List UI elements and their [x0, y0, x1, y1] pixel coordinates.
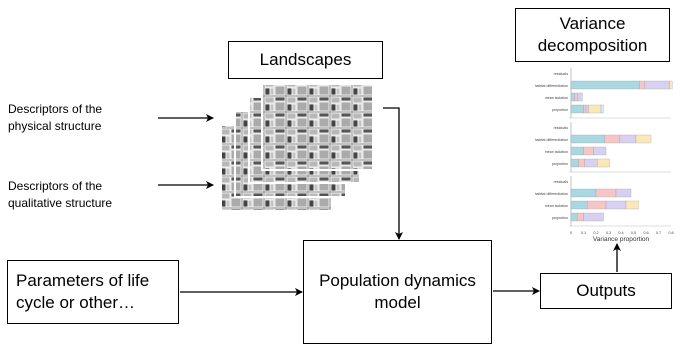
- chart-bar-segment: [570, 134, 605, 144]
- chart-bar-segment: [583, 212, 604, 222]
- chart-bar-segment: [570, 158, 579, 168]
- chart-x-tick: 0.7: [656, 231, 661, 235]
- chart-x-tick: 0.6: [643, 231, 648, 235]
- qualitative-descriptor-label: Descriptors of the qualitative structure: [8, 178, 112, 212]
- qualitative-descriptor-line1: Descriptors of the: [8, 179, 103, 193]
- variance-label-line1: Variance: [559, 14, 626, 33]
- chart-bar-segment: [619, 134, 637, 144]
- outputs-label: Outputs: [576, 281, 636, 300]
- chart-bar-segment: [570, 188, 597, 198]
- chart-bar-segment: [577, 92, 583, 102]
- chart-bar-segment: [615, 188, 632, 198]
- chart-bar-segment: [570, 212, 578, 222]
- physical-descriptor-label: Descriptors of the physical structure: [8, 101, 102, 135]
- chart-x-tick: 0.3: [606, 231, 611, 235]
- chart-bar-segment: [600, 104, 604, 114]
- variance-decomposition-box: Variance decomposition: [515, 8, 670, 62]
- chart-bar-segment: [578, 158, 585, 168]
- landscapes-label: Landscapes: [259, 50, 352, 69]
- chart-bar-segment: [570, 104, 584, 114]
- chart-row-label: proportion: [552, 162, 568, 166]
- chart-bar-segment: [593, 146, 607, 156]
- chart-bar-segment: [595, 188, 617, 198]
- parameters-label-line1: Parameters of life: [16, 271, 150, 290]
- chart-bar-segment: [669, 80, 673, 90]
- model-label-line1: Population dynamics: [319, 271, 476, 290]
- chart-bar-segment: [583, 104, 587, 114]
- chart-bar-segment: [577, 212, 584, 222]
- arrow-landscapes-to-model: [383, 107, 403, 240]
- chart-x-tick: 0.1: [581, 231, 586, 235]
- chart-row-label: mean isolation: [545, 204, 568, 208]
- chart-row-label: habitat differentiation: [535, 192, 568, 196]
- qualitative-descriptor-line2: qualitative structure: [8, 196, 113, 210]
- chart-bar-segment: [570, 80, 640, 90]
- model-label-line2: model: [374, 293, 421, 312]
- chart-bar-segment: [583, 146, 594, 156]
- physical-descriptor-line1: Descriptors of the: [8, 102, 103, 116]
- chart-bar-segment: [570, 200, 588, 210]
- chart-x-tick: 0.5: [631, 231, 636, 235]
- chart-bar-segment: [597, 158, 610, 168]
- chart-x-label: Variance proportion: [593, 236, 650, 243]
- chart-bar-segment: [639, 80, 645, 90]
- chart-bar-segment: [644, 80, 670, 90]
- chart-row-label: residuals: [554, 72, 569, 76]
- chart-bar-segment: [570, 146, 584, 156]
- variance-mini-chart: residuals habitat differentiation mean iso…: [535, 68, 674, 243]
- chart-bar-segment: [587, 200, 607, 210]
- chart-bar-segment: [574, 92, 578, 102]
- chart-row-label: habitat differentiation: [535, 138, 568, 142]
- chart-bar-segment: [625, 200, 639, 210]
- chart-x-tick: 0: [570, 231, 572, 235]
- chart-bar-segment: [588, 104, 602, 114]
- landscape-image-front: [261, 83, 374, 171]
- chart-x-tick: 0.4: [618, 231, 623, 235]
- variance-label-line2: decomposition: [537, 36, 648, 55]
- chart-bar-segment: [604, 134, 620, 144]
- chart-row-label: habitat differentiation: [535, 84, 568, 88]
- chart-row-label: proportion: [552, 216, 568, 220]
- chart-row-label: residuals: [554, 180, 569, 184]
- chart-bar-segment: [584, 158, 598, 168]
- chart-row-label: proportion: [552, 108, 568, 112]
- chart-bar-segment: [585, 104, 589, 114]
- chart-row-label: residuals: [554, 126, 569, 130]
- population-model-box: Population dynamics model: [303, 240, 492, 344]
- parameters-label-line2: cycle or other…: [16, 293, 136, 312]
- chart-x-tick: 0.2: [593, 231, 598, 235]
- landscapes-box: Landscapes: [228, 41, 383, 79]
- chart-x-tick: 0.8: [668, 231, 673, 235]
- chart-row-label: mean isolation: [545, 96, 568, 100]
- chart-bar-segment: [635, 134, 652, 144]
- physical-descriptor-line2: physical structure: [8, 119, 102, 133]
- parameters-box: Parameters of life cycle or other…: [7, 260, 179, 324]
- landscape-stack-images: [220, 83, 374, 212]
- chart-bar-segment: [570, 92, 575, 102]
- outputs-box: Outputs: [540, 273, 672, 309]
- chart-row-label: mean isolation: [545, 150, 568, 154]
- chart-bar-segment: [605, 200, 627, 210]
